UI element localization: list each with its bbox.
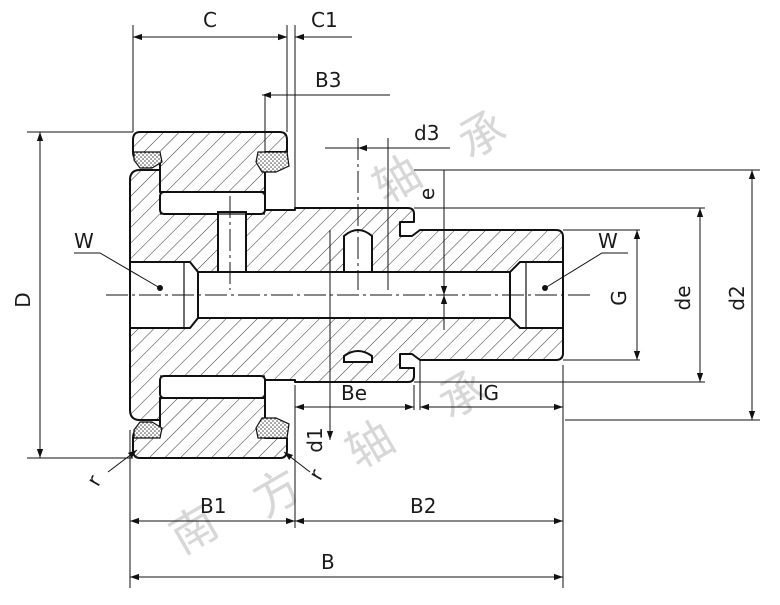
- dimension-lines: [36, 33, 756, 581]
- lube-hole-bottom: [343, 350, 373, 363]
- w-right-dot: [542, 285, 548, 291]
- label-W-right: W: [598, 229, 618, 253]
- label-e: e: [415, 188, 439, 200]
- label-G: G: [607, 290, 631, 306]
- watermark-char-2: 方: [244, 458, 311, 528]
- label-r-left: r: [81, 470, 106, 490]
- label-r-right: r: [303, 464, 328, 484]
- seal-left-bottom: [133, 421, 163, 439]
- label-B1: B1: [200, 494, 226, 518]
- label-de: de: [671, 286, 695, 311]
- w-left-dot: [157, 285, 163, 291]
- label-B: B: [321, 550, 335, 574]
- watermark-char-5: 承: [449, 100, 516, 170]
- lube-hole-left: [217, 211, 247, 273]
- label-C1: C1: [311, 8, 338, 32]
- seal-right-bottom: [255, 417, 290, 439]
- roller-top: [159, 191, 266, 215]
- label-D: D: [11, 292, 35, 307]
- label-C: C: [203, 8, 217, 32]
- label-B2: B2: [410, 494, 436, 518]
- watermark-char-6: 轴: [364, 145, 431, 215]
- label-d1: d1: [303, 427, 327, 452]
- label-lG: lG: [478, 381, 499, 405]
- watermark-char-3: 轴: [337, 410, 404, 480]
- label-d3: d3: [414, 121, 439, 145]
- seal-right-top: [255, 151, 290, 173]
- seal-left-top: [133, 151, 163, 169]
- label-d2: d2: [725, 285, 749, 310]
- socket-left: [129, 261, 199, 329]
- label-Be: Be: [341, 381, 367, 405]
- label-W-left: W: [74, 229, 94, 253]
- roller-bottom: [159, 375, 266, 399]
- center-lines: [106, 138, 590, 296]
- label-B3: B3: [315, 68, 341, 92]
- extension-lines: [27, 25, 760, 588]
